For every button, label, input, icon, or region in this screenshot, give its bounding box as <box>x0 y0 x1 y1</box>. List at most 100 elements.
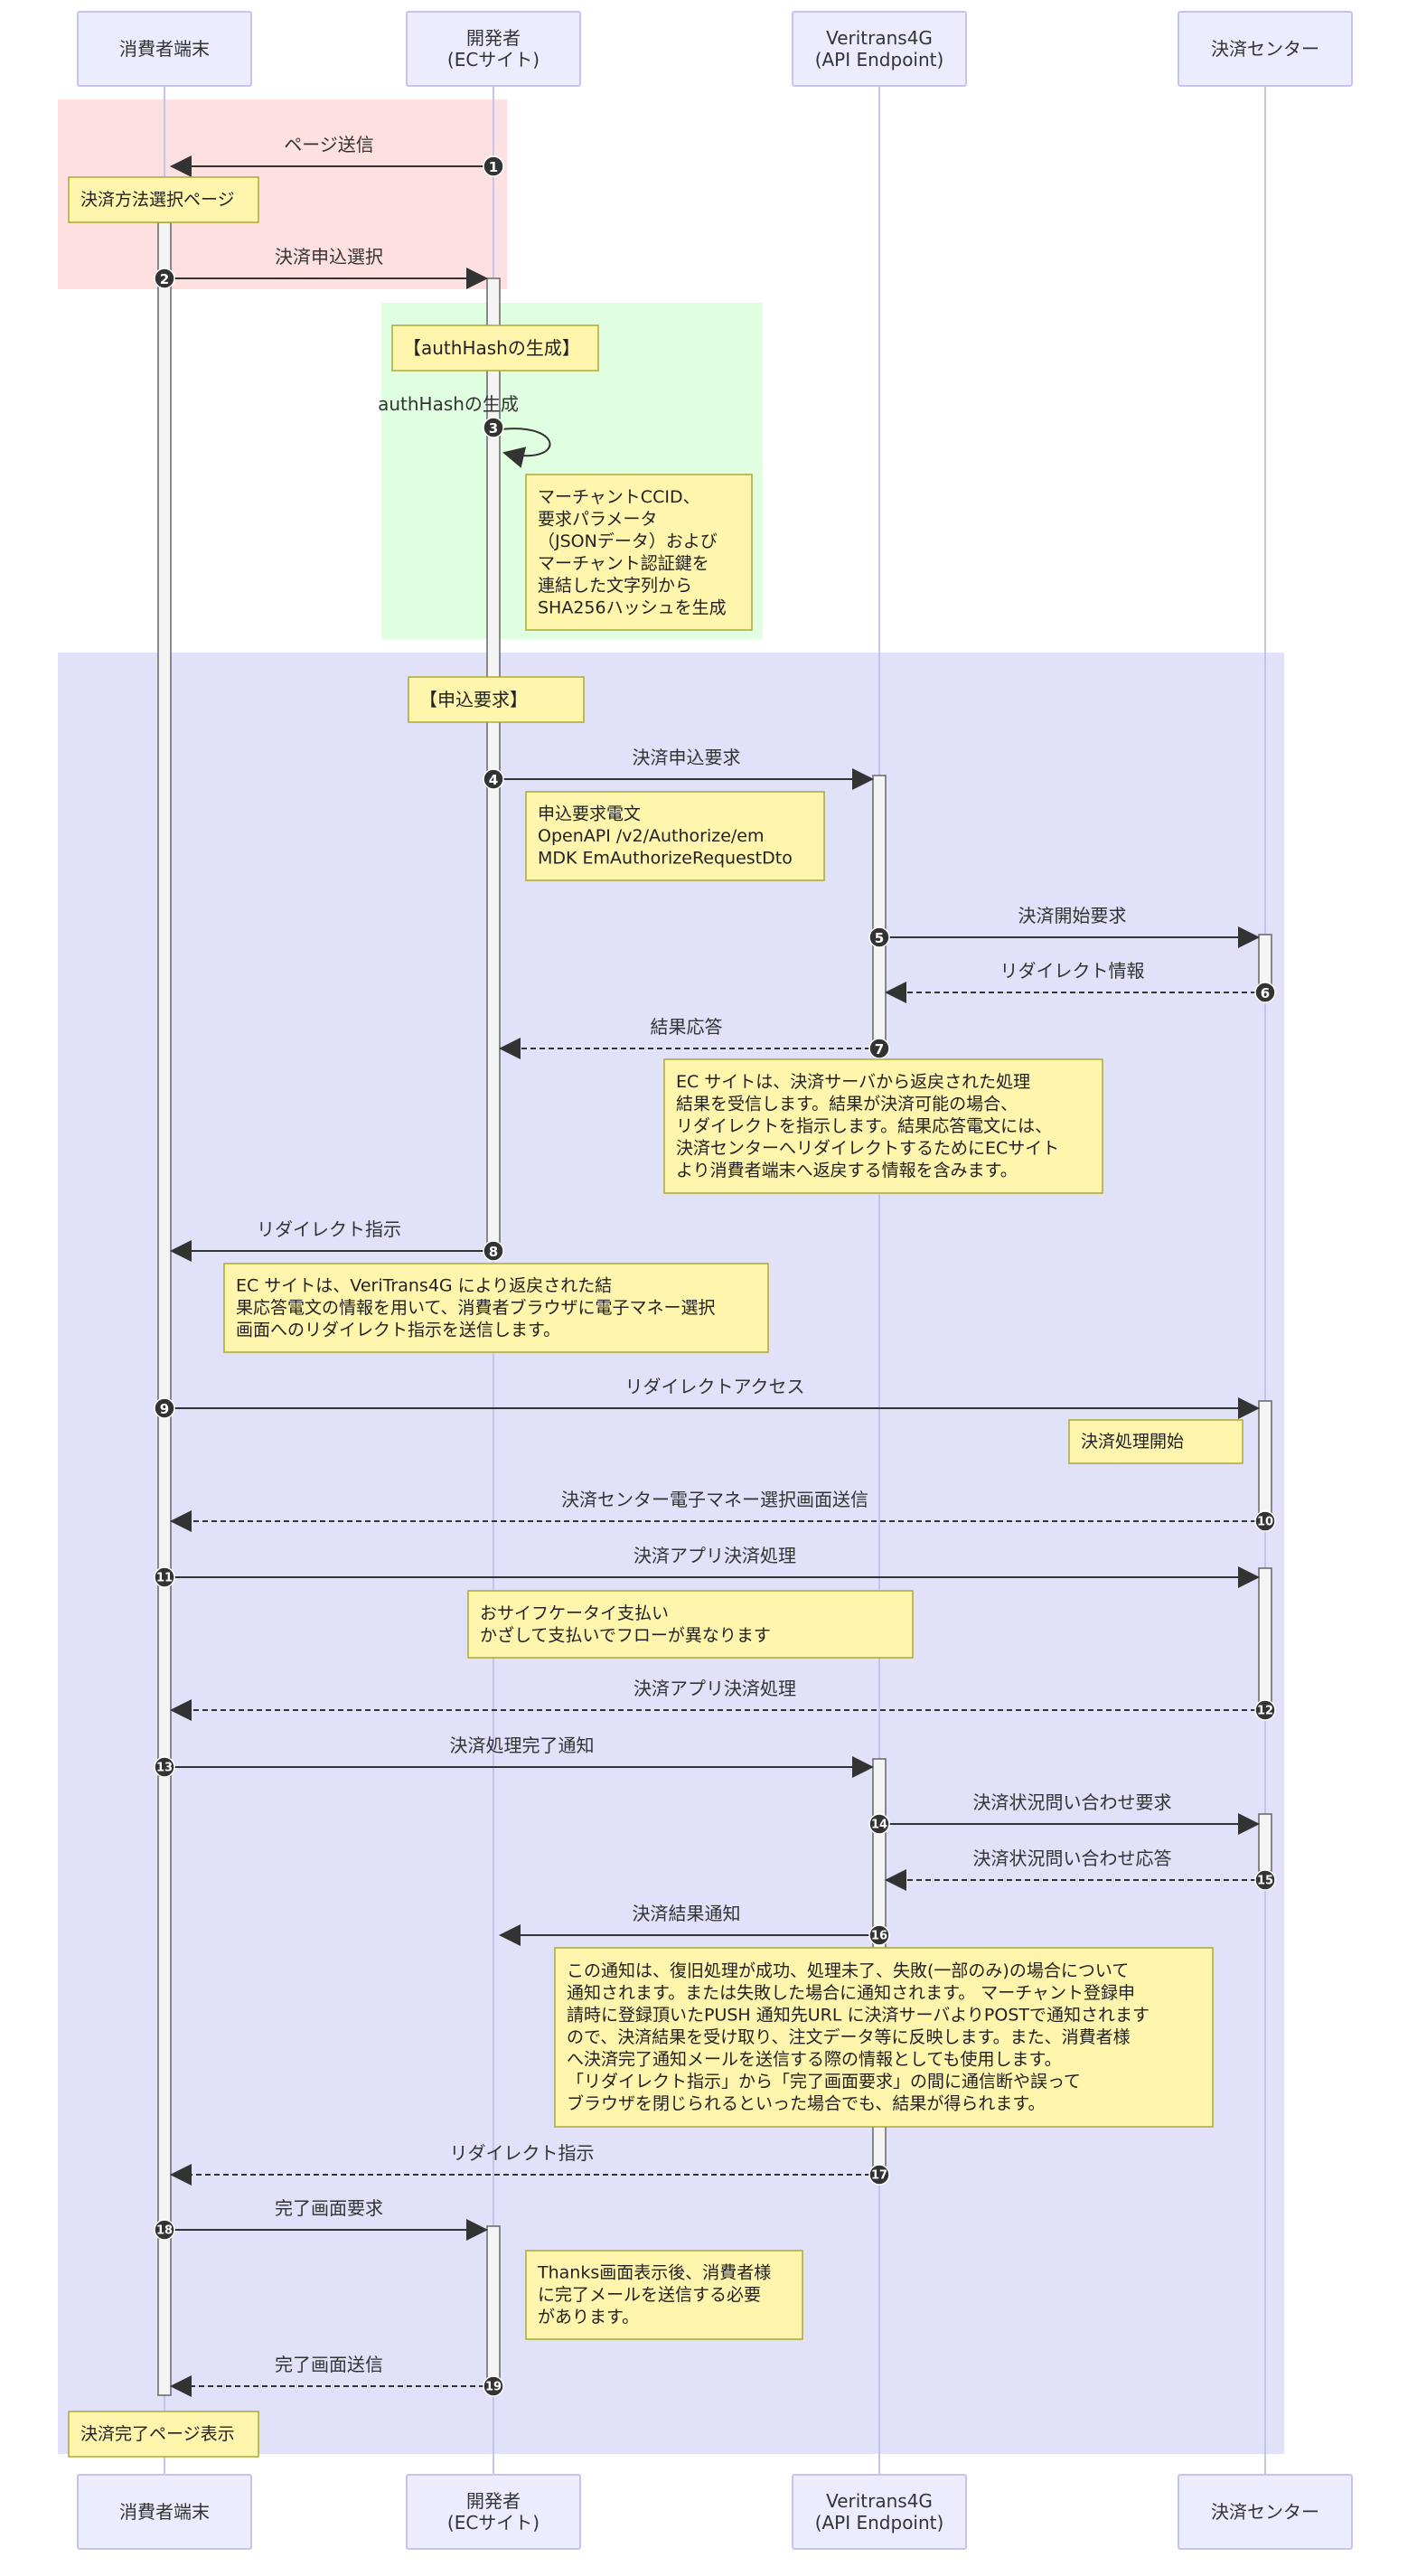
note-text: 「リダイレクト指示」から「完了画面要求」の間に通信断や誤って <box>567 2072 1081 2092</box>
message-3: authHashの生成 3 <box>378 393 551 468</box>
note-payment-select-page: 決済方法選択ページ <box>68 176 259 223</box>
note-text: 決済完了ページ表示 <box>80 2424 235 2444</box>
badge-circle <box>1254 982 1276 1003</box>
badge-number: 18 <box>156 2224 173 2238</box>
badge-number: 8 <box>489 1244 498 1260</box>
participant-box <box>1178 11 1353 87</box>
badge-number: 7 <box>875 1041 884 1058</box>
participant-label: 決済センター <box>1211 38 1319 60</box>
message-13: 決済処理完了通知 13 <box>154 1735 874 1778</box>
note-text: （JSONデータ）および <box>538 531 718 551</box>
message-label: ページ送信 <box>284 134 374 155</box>
participant-label: 決済センター <box>1211 2501 1319 2523</box>
participant-consumer-bottom: 消費者端末 <box>77 2474 252 2550</box>
note-text: マーチャントCCID、 <box>538 487 700 507</box>
participant-label: 消費者端末 <box>119 38 210 60</box>
badge-circle <box>483 155 504 177</box>
badge-circle <box>1254 1510 1276 1532</box>
participant-payment-center-top: 決済センター <box>1178 11 1353 87</box>
activation-bar <box>872 775 887 1048</box>
badge-circle <box>483 768 504 790</box>
note-text: 決済方法選択ページ <box>80 190 235 210</box>
note-text: へ決済完了通知メールを送信する際の情報としても使用します。 <box>567 2050 1062 2070</box>
message-label: 決済処理完了通知 <box>450 1735 595 1756</box>
badge-number: 9 <box>160 1401 169 1417</box>
note-text: 通知されます。または失敗した場合に通知されます。 マーチャント登録申 <box>567 1983 1135 2003</box>
badge-number: 19 <box>485 2381 502 2394</box>
note-text: OpenAPI /v2/Authorize/em <box>538 826 765 846</box>
participant-label: Veritrans4G <box>826 27 933 49</box>
badge-circle <box>154 268 175 289</box>
badge-circle <box>868 2164 890 2186</box>
badge-number: 14 <box>871 1819 887 1832</box>
participant-label: (ECサイト) <box>447 2512 540 2534</box>
activation-bar <box>157 221 172 2396</box>
note-hash-description: マーチャントCCID、要求パラメータ（JSONデータ）およびマーチャント認証鍵を… <box>525 474 753 631</box>
badge-circle <box>154 1566 175 1588</box>
participant-label: Veritrans4G <box>826 2490 933 2512</box>
badge-number: 12 <box>1257 1705 1273 1718</box>
note-text: 申込要求電文 <box>538 804 641 824</box>
note-text: 画面へのリダイレクト指示を送信します。 <box>236 1321 560 1340</box>
sequence-number-badge: 9 <box>154 1397 175 1419</box>
badge-circle <box>868 926 890 948</box>
badge-number: 5 <box>875 930 884 946</box>
message-label: authHashの生成 <box>378 393 519 415</box>
sequence-number-badge: 5 <box>868 926 890 948</box>
participant-ec-site-top: 開発者(ECサイト) <box>406 11 581 87</box>
message-label: 決済センター電子マネー選択画面送信 <box>561 1489 868 1510</box>
note-box <box>525 791 825 881</box>
sequence-number-badge: 15 <box>1254 1869 1276 1891</box>
participant-label: 開発者 <box>466 2490 521 2512</box>
message-label: 決済開始要求 <box>1018 905 1127 926</box>
message-7: 結果応答 7 <box>499 1016 890 1059</box>
participant-consumer-top: 消費者端末 <box>77 11 252 87</box>
region-request <box>58 653 1284 2454</box>
badge-circle <box>868 1924 890 1946</box>
badge-number: 13 <box>156 1762 173 1775</box>
message-label: 結果応答 <box>651 1016 723 1038</box>
note-text: があります。 <box>538 2308 639 2327</box>
note-text: 要求パラメータ <box>538 509 657 529</box>
participant-box <box>406 2474 581 2550</box>
badge-number: 3 <box>489 420 498 437</box>
sequence-number-badge: 6 <box>1254 982 1276 1003</box>
participant-label: (ECサイト) <box>447 49 540 71</box>
message-label: 決済アプリ決済処理 <box>633 1545 796 1566</box>
participant-box <box>792 11 967 87</box>
badge-number: 4 <box>489 772 498 788</box>
participant-box <box>77 2474 252 2550</box>
note-process-start: 決済処理開始 <box>1068 1419 1243 1464</box>
participant-payment-center-bottom: 決済センター <box>1178 2474 1353 2550</box>
note-box <box>525 474 753 631</box>
participant-label: 消費者端末 <box>119 2501 210 2523</box>
note-text: SHA256ハッシュを生成 <box>538 597 727 617</box>
section-label-text: 【申込要求】 <box>419 689 528 710</box>
sequence-number-badge: 14 <box>868 1813 890 1835</box>
note-redirect-instruction: EC サイトは、VeriTrans4G により返戻された結果応答電文の情報を用い… <box>223 1263 769 1353</box>
note-text: マーチャント認証鍵を <box>538 553 709 573</box>
participant-label: 開発者 <box>466 27 521 49</box>
note-result-response: EC サイトは、決済サーバから返戻された処理結果を受信します。結果が決済可能の場… <box>663 1058 1103 1194</box>
note-box <box>554 1947 1214 2128</box>
badge-number: 16 <box>871 1930 887 1943</box>
note-text: 決済センターへリダイレクトするためにECサイト <box>676 1139 1059 1159</box>
note-text: Thanks画面表示後、消費者様 <box>537 2263 771 2283</box>
sequence-number-badge: 4 <box>483 768 504 790</box>
note-text: かざして支払いでフローが異なります <box>480 1624 771 1645</box>
sequence-number-badge: 17 <box>868 2164 890 2186</box>
sequence-number-badge: 13 <box>154 1756 175 1778</box>
badge-circle <box>483 2375 504 2397</box>
note-text: EC サイトは、VeriTrans4G により返戻された結 <box>236 1276 612 1296</box>
badge-number: 6 <box>1261 985 1270 1001</box>
